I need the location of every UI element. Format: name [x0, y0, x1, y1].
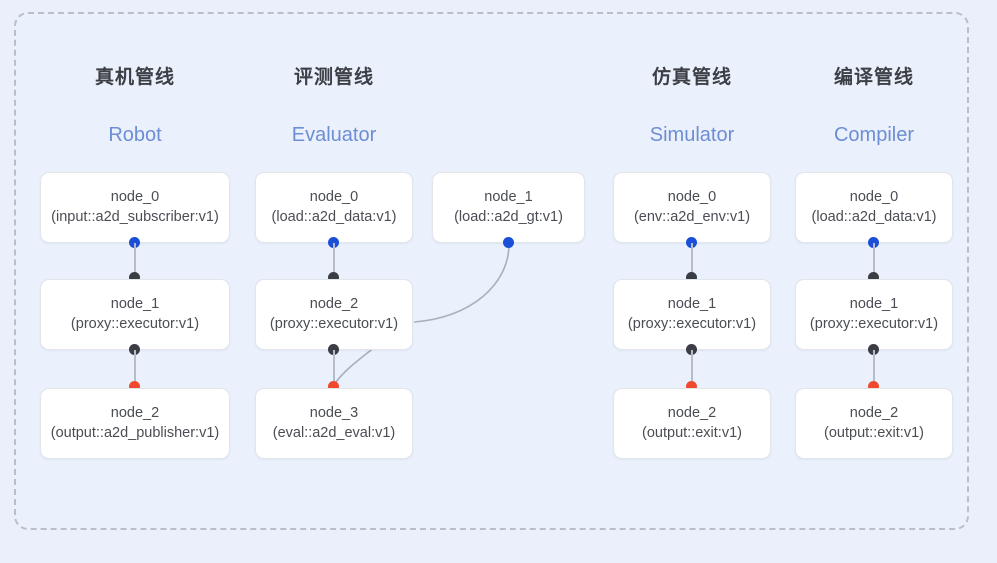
- port-output-dot[interactable]: [686, 237, 697, 248]
- node-name: node_2: [667, 405, 717, 421]
- link-evaluator-0-2: [332, 243, 335, 279]
- node-evaluator-gt[interactable]: node_1 (load::a2d_gt:v1): [432, 172, 585, 243]
- column-title-cn-compiler: 编译管线: [833, 67, 914, 88]
- port-output-dot[interactable]: [868, 344, 879, 355]
- column-title-en-evaluator: Evaluator: [291, 124, 377, 146]
- column-title-en-robot: Robot: [108, 124, 162, 146]
- port-input-dot[interactable]: [328, 381, 339, 392]
- node-spec: (proxy::executor:v1): [70, 316, 200, 332]
- node-name: node_0: [849, 189, 899, 205]
- node-spec: (proxy::executor:v1): [627, 316, 757, 332]
- node-compiler-0[interactable]: node_0 (load::a2d_data:v1): [795, 172, 953, 243]
- link-robot-1-2: [133, 350, 136, 386]
- node-spec: (input::a2d_subscriber:v1): [51, 209, 219, 225]
- node-spec: (proxy::executor:v1): [269, 316, 399, 332]
- node-spec: (output::exit:v1): [642, 425, 742, 441]
- link-simulator-0-1: [690, 243, 693, 279]
- port-output-dot[interactable]: [503, 237, 514, 248]
- port-input-dot[interactable]: [129, 381, 140, 392]
- port-input-dot[interactable]: [328, 272, 339, 283]
- node-evaluator-2[interactable]: node_2 (proxy::executor:v1): [255, 279, 413, 350]
- port-output-dot[interactable]: [328, 344, 339, 355]
- node-spec: (load::a2d_gt:v1): [454, 209, 563, 225]
- node-spec: (output::a2d_publisher:v1): [50, 425, 220, 441]
- link-robot-0-1: [133, 243, 136, 279]
- node-name: node_2: [309, 296, 359, 312]
- node-name: node_2: [849, 405, 899, 421]
- port-input-dot[interactable]: [868, 272, 879, 283]
- node-spec: (eval::a2d_eval:v1): [272, 425, 396, 441]
- link-evaluator-2-3: [332, 350, 335, 386]
- port-output-dot[interactable]: [129, 237, 140, 248]
- node-name: node_1: [849, 296, 899, 312]
- node-name: node_1: [667, 296, 717, 312]
- node-spec: (proxy::executor:v1): [809, 316, 939, 332]
- port-input-dot[interactable]: [129, 272, 140, 283]
- node-spec: (load::a2d_data:v1): [811, 209, 937, 225]
- link-compiler-1-2: [872, 350, 875, 386]
- node-compiler-1[interactable]: node_1 (proxy::executor:v1): [795, 279, 953, 350]
- node-evaluator-3[interactable]: node_3 (eval::a2d_eval:v1): [255, 388, 413, 459]
- column-title-en-simulator: Simulator: [649, 124, 735, 146]
- node-name: node_0: [667, 189, 717, 205]
- node-name: node_0: [309, 189, 359, 205]
- port-output-dot[interactable]: [129, 344, 140, 355]
- column-title-cn-simulator: 仿真管线: [651, 67, 732, 88]
- column-title-en-compiler: Compiler: [833, 124, 915, 146]
- node-name: node_0: [110, 189, 160, 205]
- port-output-dot[interactable]: [328, 237, 339, 248]
- column-title-cn-evaluator: 评测管线: [293, 67, 374, 88]
- node-name: node_2: [110, 405, 160, 421]
- port-output-dot[interactable]: [868, 237, 879, 248]
- port-input-dot[interactable]: [686, 381, 697, 392]
- node-simulator-0[interactable]: node_0 (env::a2d_env:v1): [613, 172, 771, 243]
- node-robot-2[interactable]: node_2 (output::a2d_publisher:v1): [40, 388, 230, 459]
- node-simulator-1[interactable]: node_1 (proxy::executor:v1): [613, 279, 771, 350]
- node-evaluator-0[interactable]: node_0 (load::a2d_data:v1): [255, 172, 413, 243]
- node-name: node_3: [309, 405, 359, 421]
- node-name: node_1: [484, 189, 533, 205]
- node-spec: (env::a2d_env:v1): [633, 209, 751, 225]
- column-title-cn-robot: 真机管线: [94, 67, 175, 88]
- node-spec: (output::exit:v1): [824, 425, 924, 441]
- port-output-dot[interactable]: [686, 344, 697, 355]
- node-spec: (load::a2d_data:v1): [271, 209, 397, 225]
- node-simulator-2[interactable]: node_2 (output::exit:v1): [613, 388, 771, 459]
- node-compiler-2[interactable]: node_2 (output::exit:v1): [795, 388, 953, 459]
- node-robot-1[interactable]: node_1 (proxy::executor:v1): [40, 279, 230, 350]
- node-robot-0[interactable]: node_0 (input::a2d_subscriber:v1): [40, 172, 230, 243]
- link-simulator-1-2: [690, 350, 693, 386]
- node-name: node_1: [110, 296, 160, 312]
- link-compiler-0-1: [872, 243, 875, 279]
- port-input-dot[interactable]: [868, 381, 879, 392]
- port-input-dot[interactable]: [686, 272, 697, 283]
